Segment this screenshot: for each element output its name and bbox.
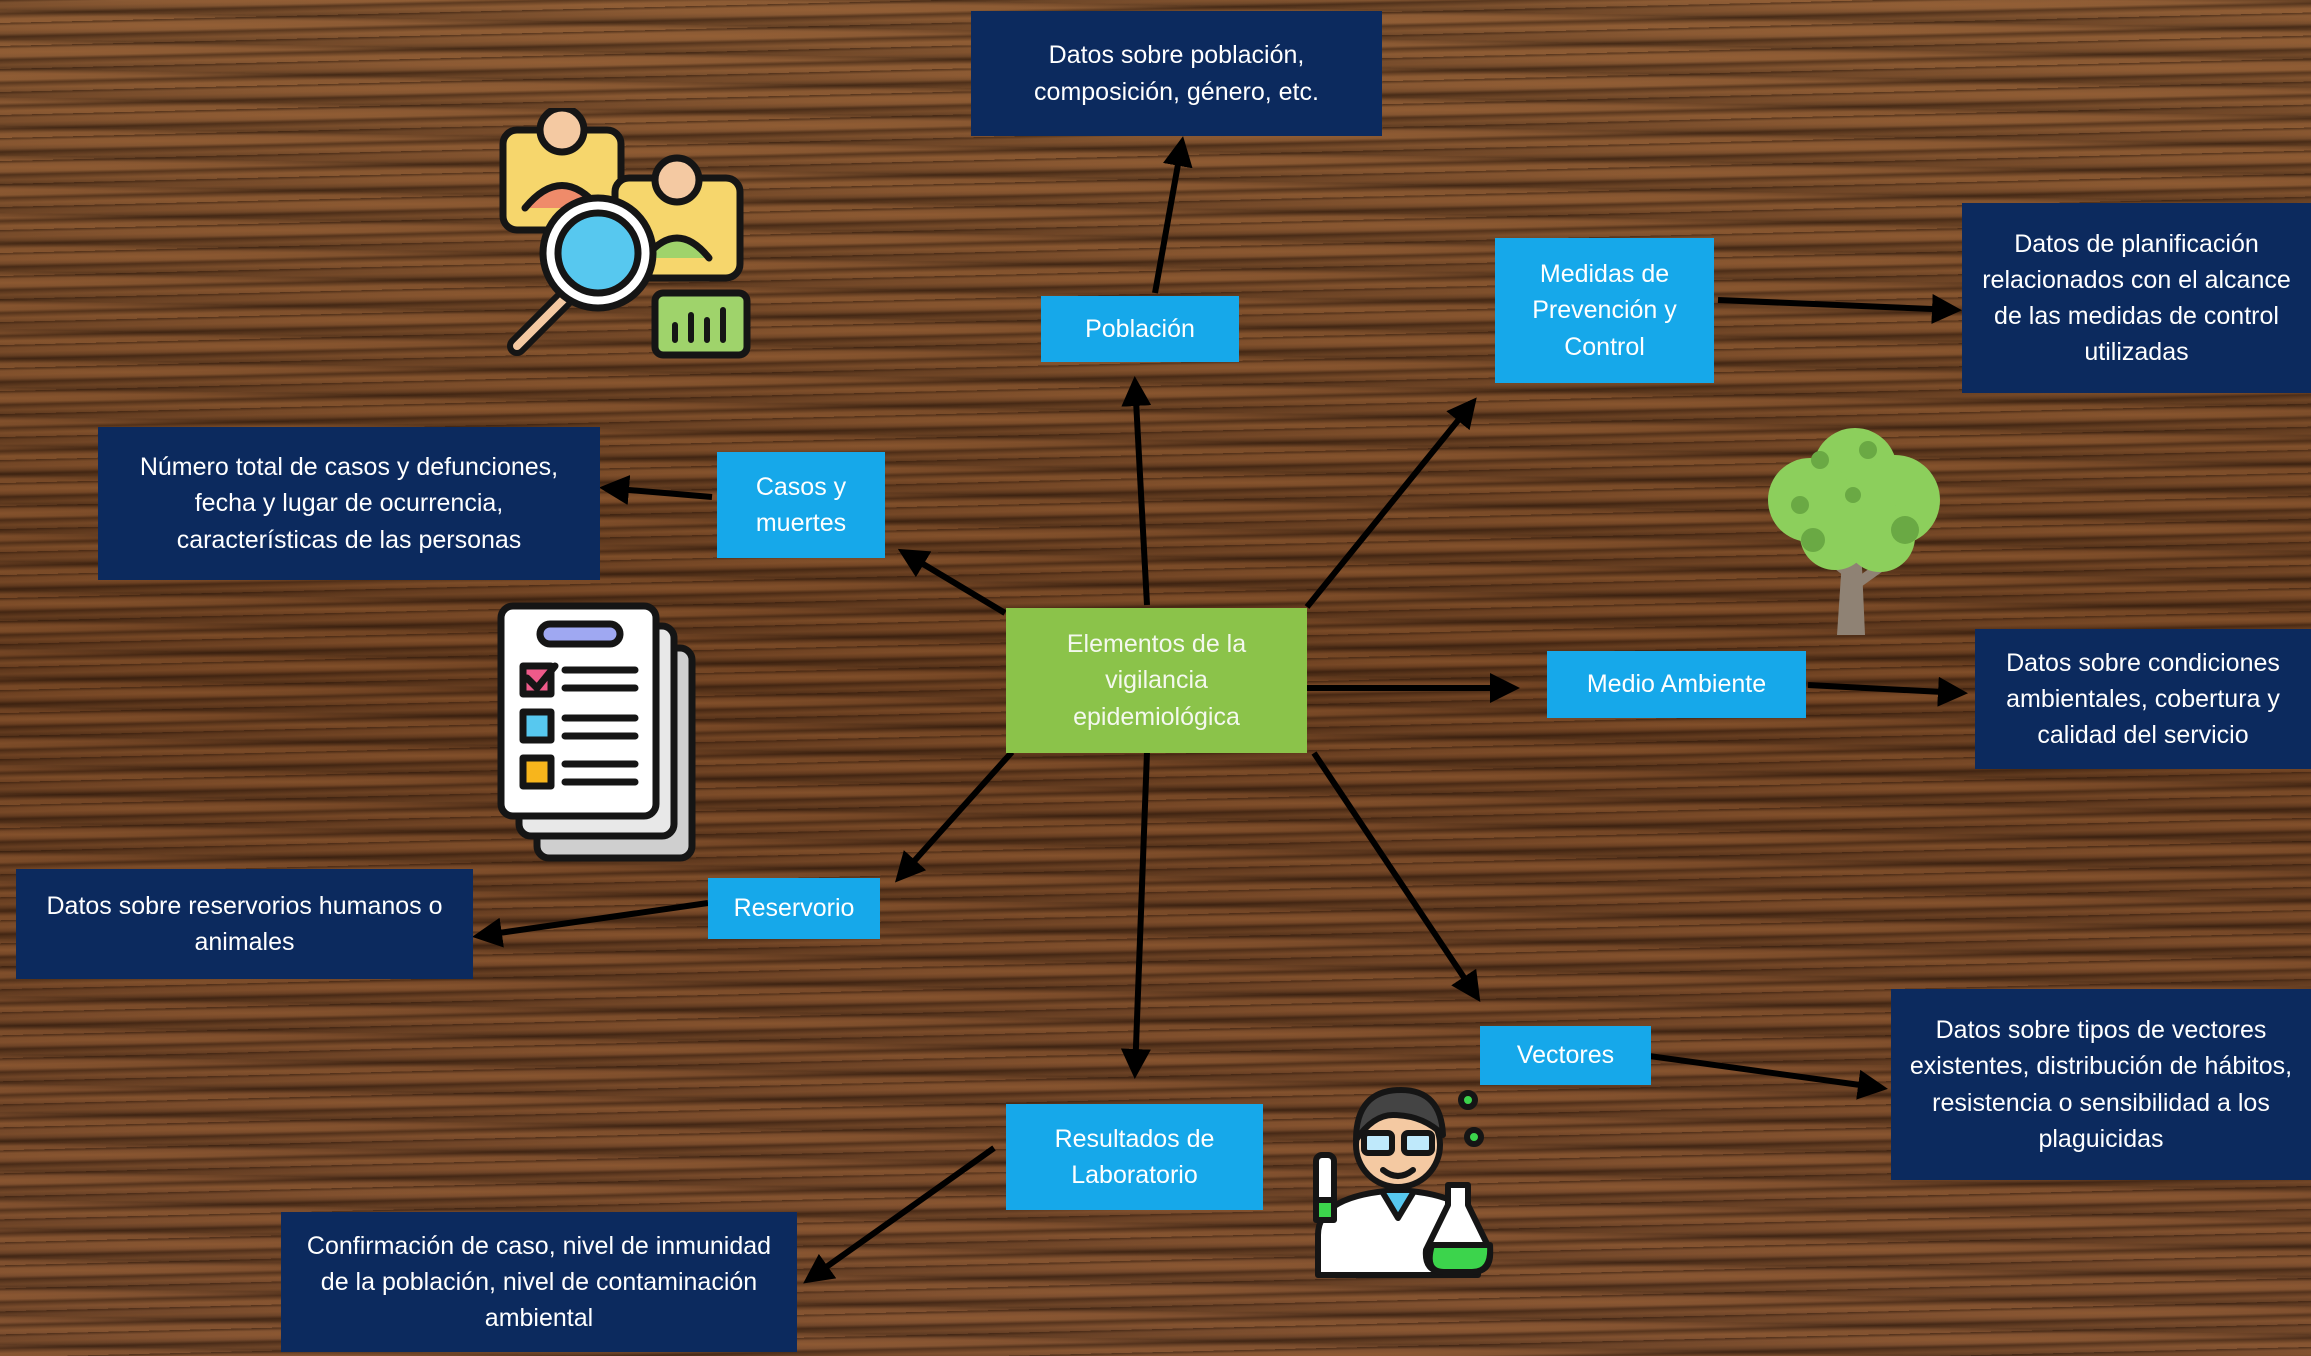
arrow-reservorio-to-detail (472, 900, 709, 948)
arrow-medidas-to-detail (1717, 294, 1962, 324)
arrow-casos-to-detail (599, 475, 713, 505)
detail-reservorio: Datos sobre reservorios humanos o animal… (16, 869, 473, 979)
central-node: Elementos de la vigilancia epidemiológic… (1006, 608, 1307, 753)
arrow-center-to-medidas (1304, 397, 1477, 609)
scientist-icon (1313, 1087, 1494, 1278)
arrow-vectores-to-detail (1648, 1053, 1888, 1100)
detail-vectores: Datos sobre tipos de vectores existentes… (1891, 989, 2311, 1180)
detail-casos-y-muertes: Número total de casos y defunciones, fec… (98, 427, 600, 580)
node-medidas-prevencion: Medidas de Prevención y Control (1495, 238, 1714, 383)
arrow-poblacion-to-detail (1152, 136, 1193, 294)
detail-resultados-laboratorio: Confirmación de caso, nivel de inmunidad… (281, 1212, 797, 1352)
node-casos-y-muertes: Casos y muertes (717, 452, 885, 558)
arrow-center-to-vectores (1311, 751, 1481, 1002)
node-medio-ambiente: Medio Ambiente (1547, 651, 1806, 718)
detail-poblacion: Datos sobre población, composición, géne… (971, 11, 1382, 136)
arrow-center-to-poblacion (1121, 376, 1152, 606)
tree-icon (1768, 428, 1940, 635)
arrow-medio-to-detail (1807, 676, 1968, 707)
node-reservorio: Reservorio (708, 878, 880, 939)
node-poblacion: Población (1041, 296, 1239, 362)
arrow-laboratorio-to-detail (803, 1145, 996, 1284)
node-vectores: Vectores (1480, 1026, 1651, 1085)
arrow-center-to-casos (897, 548, 1007, 616)
arrow-center-to-reservorio (894, 749, 1015, 883)
checklist-icon (497, 602, 696, 862)
detail-medio-ambiente: Datos sobre condiciones ambientales, cob… (1975, 629, 2311, 769)
node-resultados-laboratorio: Resultados de Laboratorio (1006, 1104, 1263, 1210)
detail-medidas-prevencion: Datos de planificación relacionados con … (1962, 203, 2311, 393)
people-search-icon (499, 108, 751, 359)
arrow-center-to-laboratorio (1120, 751, 1151, 1079)
